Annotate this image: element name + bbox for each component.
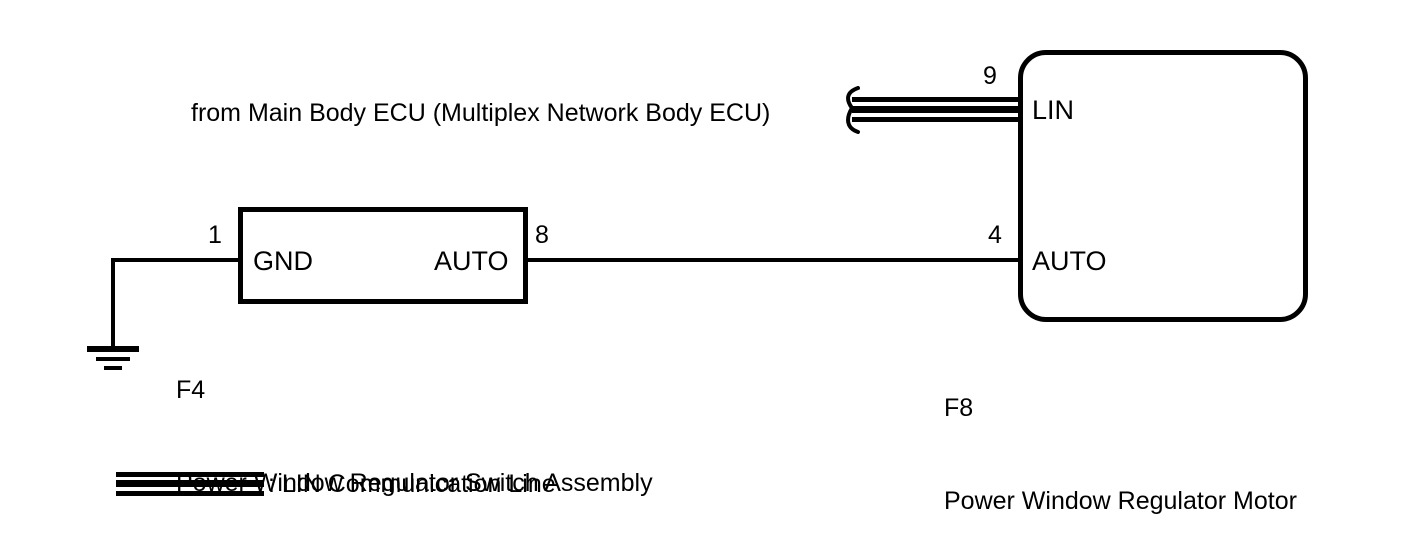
- ground-wire-horizontal: [111, 258, 241, 262]
- motor-component-name-line1: Power Window Regulator Motor: [944, 487, 1297, 515]
- auto-signal-wire: [524, 258, 1022, 262]
- legend-stripe-middle: [116, 480, 264, 487]
- ground-wire-vertical: [111, 258, 115, 348]
- lin-communication-line: [852, 97, 1020, 123]
- motor-terminal-lin-label: LIN: [1032, 95, 1075, 125]
- power-window-switch-assembly-box: [238, 207, 528, 304]
- ground-bar-1: [87, 346, 139, 352]
- switch-terminal-gnd-label: GND: [253, 246, 313, 276]
- pin-number-4: 4: [988, 221, 1002, 249]
- legend-stripe-bottom: [116, 491, 264, 496]
- ground-bar-2: [96, 357, 130, 361]
- switch-component-code: F4: [176, 376, 206, 404]
- lin-band-stripe-middle: [852, 106, 1020, 113]
- switch-component-name: Power Window Regulator Switch Assembly: [176, 469, 653, 497]
- motor-terminal-auto-label: AUTO: [1032, 246, 1107, 276]
- ground-symbol-icon: [87, 346, 139, 376]
- switch-terminal-auto-label: AUTO: [434, 246, 509, 276]
- legend-stripe-top: [116, 472, 264, 477]
- power-window-motor-assembly-box: [1018, 50, 1308, 322]
- motor-component-code: F8: [944, 394, 974, 422]
- source-label: from Main Body ECU (Multiplex Network Bo…: [191, 99, 771, 127]
- ground-bar-3: [104, 366, 122, 370]
- switch-component-caption: F4 Power Window Regulator Switch Assembl…: [176, 313, 653, 558]
- pin-number-1: 1: [208, 221, 222, 249]
- pin-number-8: 8: [535, 221, 549, 249]
- legend-label: : LIN Communication Line: [268, 470, 556, 498]
- lin-band-stripe-top: [852, 97, 1020, 102]
- lin-band-stripe-bottom: [852, 117, 1020, 122]
- motor-component-caption: F8 Power Window Regulator Motor Assembly…: [944, 331, 1358, 558]
- pin-number-9: 9: [983, 62, 997, 90]
- lin-communication-line-swatch: [116, 472, 264, 496]
